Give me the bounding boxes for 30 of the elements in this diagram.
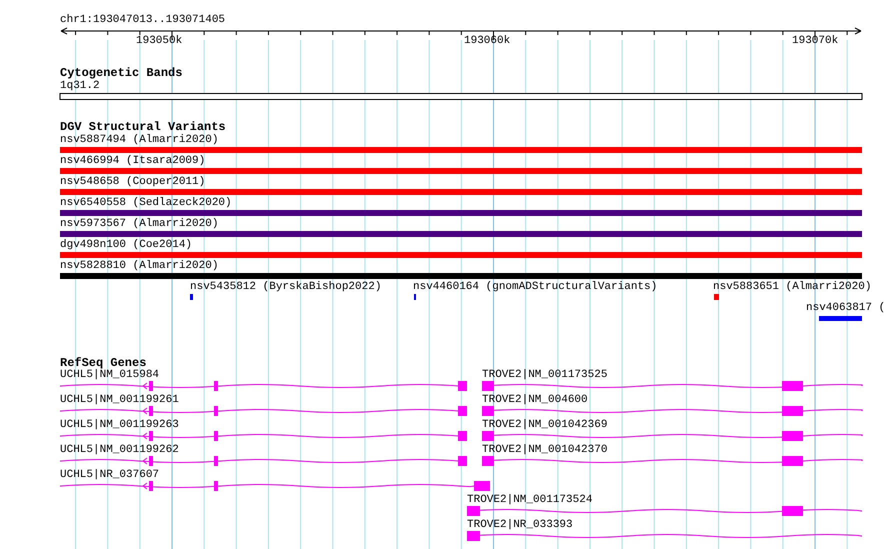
variant-label: dgv498n100 (Coe2014) bbox=[60, 239, 192, 251]
transcript-label: TROVE2|NM_001173524 bbox=[467, 494, 592, 506]
transcript-label: TROVE2|NM_001042369 bbox=[482, 419, 608, 431]
transcript-label: TROVE2|NM_001042370 bbox=[482, 444, 608, 456]
track-title: Cytogenetic Bands bbox=[60, 67, 182, 79]
track-title: DGV Structural Variants bbox=[60, 121, 226, 133]
variant-label: nsv5435812 (ByrskaBishop2022) bbox=[190, 281, 382, 293]
tick-label: 193070k bbox=[792, 35, 838, 47]
band-label: 1q31.2 bbox=[60, 80, 100, 92]
track-title: RefSeq Genes bbox=[60, 357, 146, 369]
variant-label: nsv4063817 ( bbox=[806, 302, 886, 314]
tick-label: 193050k bbox=[136, 35, 182, 47]
transcript-label: TROVE2|NM_004600 bbox=[482, 394, 588, 406]
variant-label: nsv6540558 (Sedlazeck2020) bbox=[60, 197, 232, 209]
location-heading: chr1:193047013..193071405 bbox=[60, 14, 226, 26]
variant-label: nsv5883651 (Almarri2020) bbox=[713, 281, 872, 293]
variant-label: nsv4460164 (gnomADStructuralVariants) bbox=[413, 281, 658, 293]
transcript-label: TROVE2|NM_001173525 bbox=[482, 369, 608, 381]
variant-label: nsv548658 (Cooper2011) bbox=[60, 176, 206, 188]
variant-label: nsv5973567 (Almarri2020) bbox=[60, 218, 218, 230]
tick-label: 193060k bbox=[464, 35, 510, 47]
transcript-label: UCHL5|NM_001199262 bbox=[60, 444, 179, 456]
transcript-label: UCHL5|NM_001199263 bbox=[60, 419, 179, 431]
transcript-label: UCHL5|NM_015984 bbox=[60, 369, 160, 381]
transcript-label: TROVE2|NR_033393 bbox=[467, 519, 573, 531]
transcript-label: UCHL5|NR_037607 bbox=[60, 469, 160, 481]
variant-label: nsv466994 (Itsara2009) bbox=[60, 155, 206, 167]
transcript-label: UCHL5|NM_001199261 bbox=[60, 394, 179, 406]
variant-label: nsv5887494 (Almarri2020) bbox=[60, 134, 218, 146]
variant-label: nsv5828810 (Almarri2020) bbox=[60, 260, 218, 272]
